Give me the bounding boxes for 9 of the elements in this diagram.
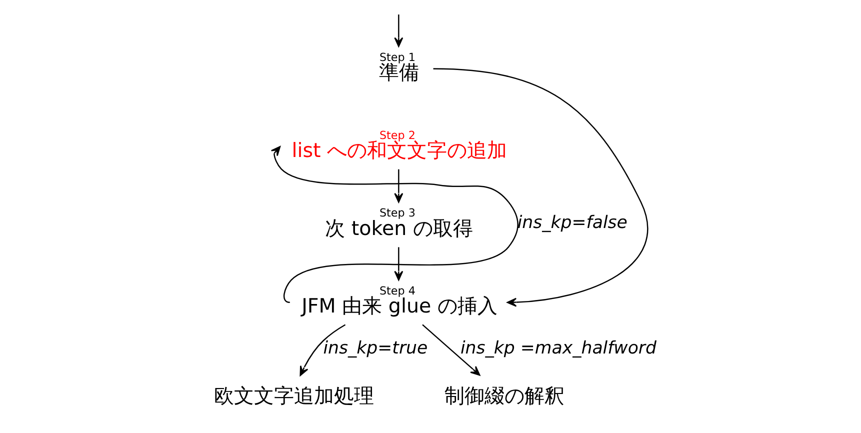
node-text: 欧文文字追加処理 (214, 384, 374, 408)
node-text: Step 3 次 token の取得 (325, 206, 473, 240)
edge-label: ins_kp=true (323, 338, 428, 358)
node-text: Step 2 list への和文文字の追加 (292, 128, 508, 162)
edge-label: ins_kp =max_halfword (460, 338, 657, 358)
node-text: Step 4 JFM 由来 glue の挿入 (302, 284, 498, 318)
node-text: 制御綴の解釈 (444, 384, 564, 408)
edge-label: ins_kp=false (517, 212, 628, 233)
node-text: Step 1 準備 (378, 50, 419, 84)
